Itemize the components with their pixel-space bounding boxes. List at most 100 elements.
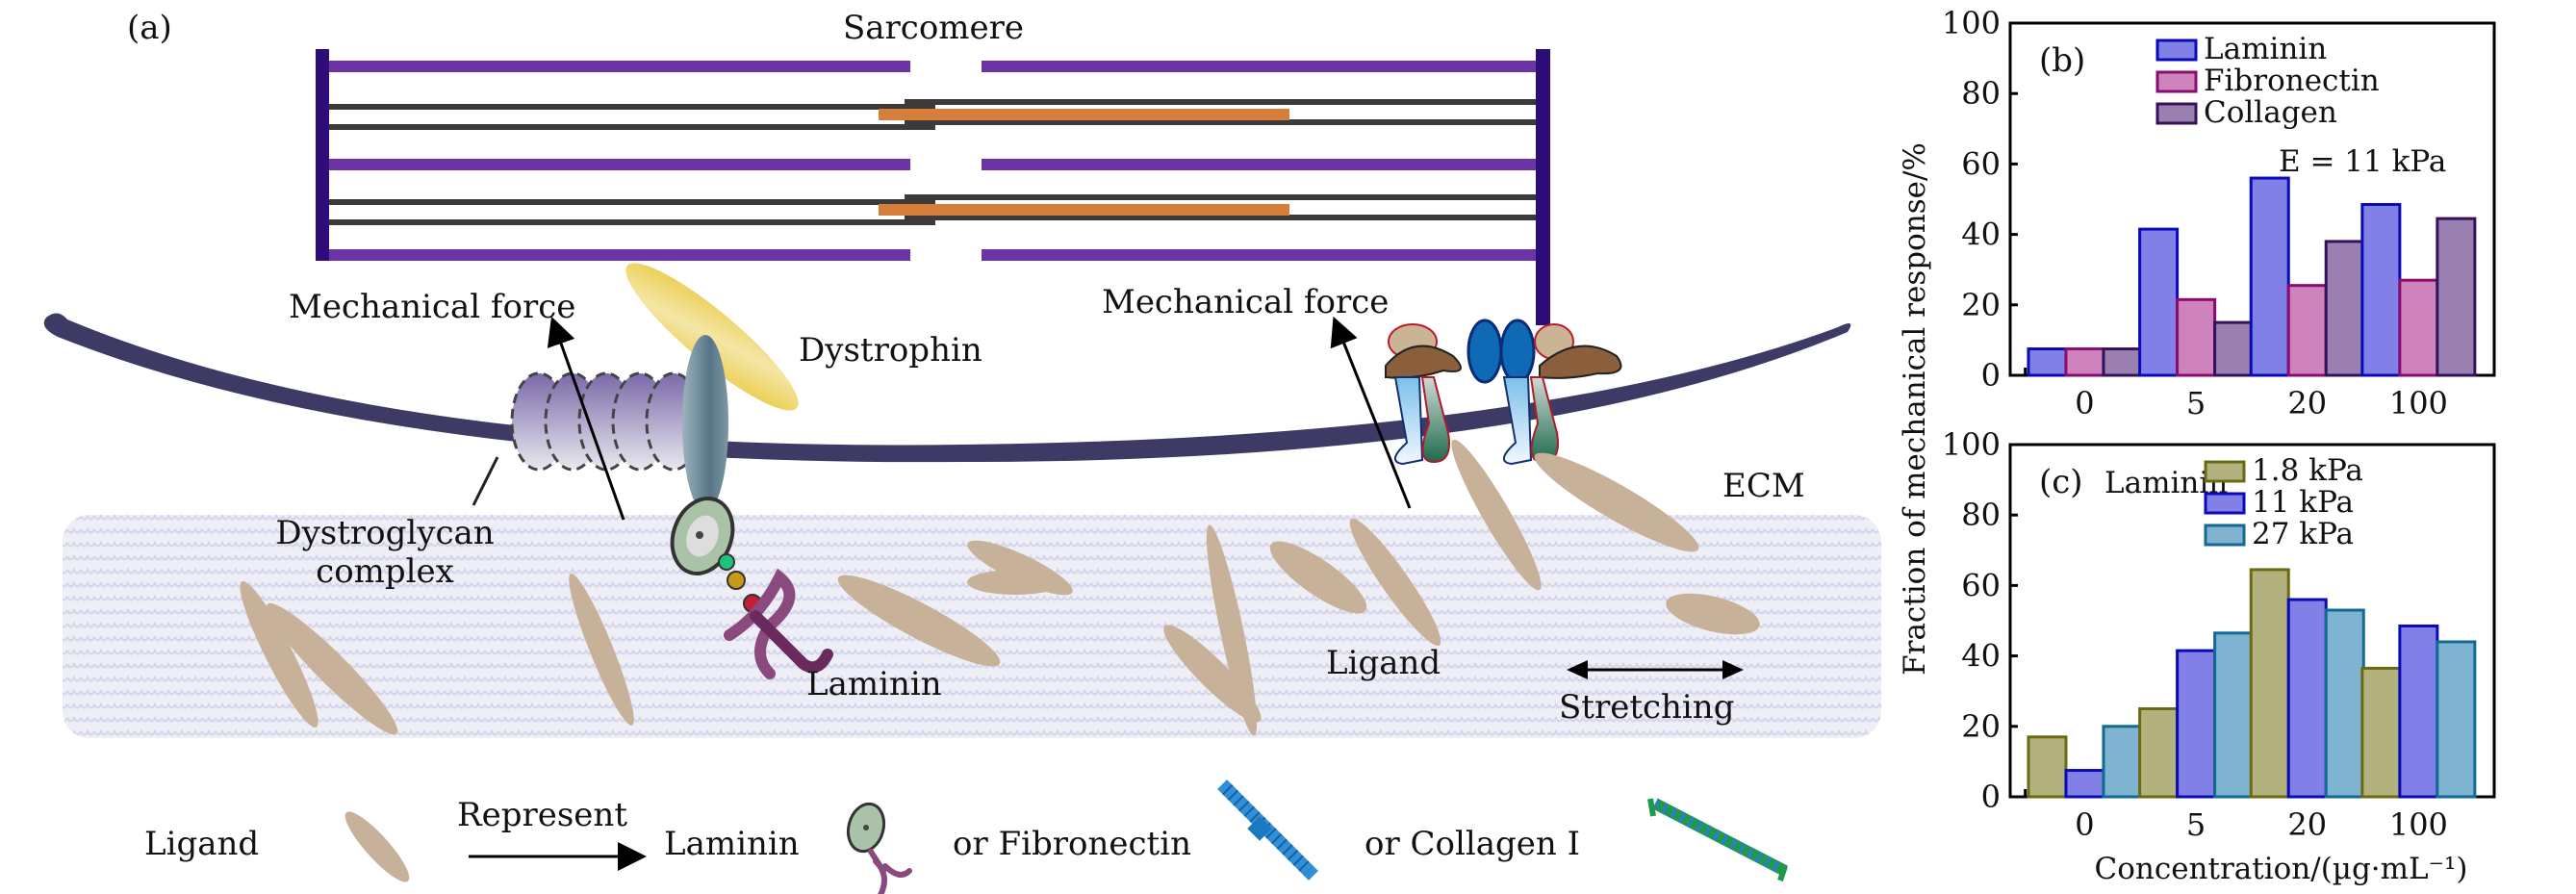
actin-filament — [329, 159, 910, 170]
legend-label: 27 kPa — [2252, 517, 2354, 551]
ecm-ligands — [240, 439, 1760, 736]
bar-27-kpa — [2213, 631, 2255, 799]
y-tick-label: 80 — [1961, 75, 2001, 112]
y-tick-label: 40 — [1961, 217, 2001, 253]
legend-swatch — [2155, 102, 2198, 125]
actin-filament — [982, 61, 1536, 72]
y-tick-label: 40 — [1961, 638, 2001, 675]
dystroglycan-label-1: Dystroglycan — [275, 514, 494, 552]
dystrophin-label: Dystrophin — [799, 331, 982, 370]
ligand-shape — [1534, 452, 1699, 552]
legend-represent-label: Represent — [457, 796, 627, 834]
sarcomere-label: Sarcomere — [843, 9, 1024, 47]
mechanical-force-label-left: Mechanical force — [289, 288, 575, 326]
y-tick-label: 0 — [1981, 779, 2001, 815]
legend-laminin-icon — [846, 802, 912, 894]
legend-swatch — [2155, 70, 2198, 93]
legend-label: Fibronectin — [2204, 64, 2380, 98]
bar-fibronectin — [2176, 297, 2217, 377]
y-tick-label: 100 — [1942, 5, 2001, 41]
mechanical-force-arrow-left — [547, 316, 625, 521]
panel-a: (a) Sarcomere — [43, 9, 1881, 894]
x-tick-label: 20 — [2287, 385, 2327, 421]
actin-filament — [329, 249, 910, 261]
legend-swatch — [2204, 460, 2246, 483]
ligand-shape — [1206, 524, 1258, 736]
panel-label: (c) — [2039, 463, 2083, 501]
bar-11-kpa — [2064, 769, 2105, 799]
bar-collagen — [2213, 320, 2255, 377]
stretching-arrow — [1567, 660, 1744, 679]
ligand-shape — [1666, 593, 1760, 635]
laminin-molecule — [670, 497, 833, 679]
legend-swatch — [2204, 492, 2246, 515]
stretching-label: Stretching — [1559, 688, 1734, 727]
dystroglycan-label-2: complex — [316, 552, 454, 591]
laminin-label: Laminin — [806, 665, 942, 703]
ligand-shape — [1269, 541, 1367, 614]
bar-fibronectin — [2064, 347, 2105, 377]
x-tick-label: 5 — [2186, 806, 2206, 843]
ecm-region — [63, 515, 1881, 738]
actin-filament — [982, 249, 1536, 261]
integrin-complex — [1385, 319, 1622, 466]
bar-collagen — [2324, 240, 2365, 377]
y-tick-label: 20 — [1961, 708, 2001, 745]
bar-27-kpa — [2102, 725, 2143, 799]
ligand-shape — [569, 574, 634, 726]
ligand-shape — [266, 602, 398, 735]
ligand-shape — [240, 580, 319, 728]
ligand-label: Ligand — [1326, 644, 1441, 682]
bar-laminin — [2360, 202, 2402, 377]
x-tick-label: 5 — [2186, 385, 2206, 421]
dystroglycan-complex — [510, 335, 728, 512]
chart-annotation: E = 11 kPa — [2279, 144, 2446, 179]
bar-1-8-kpa — [2027, 735, 2068, 799]
legend-fibronectin-icon — [1217, 779, 1318, 881]
x-axis-title: Concentration/(µg·mL⁻¹) — [2094, 852, 2467, 886]
y-tick-label: 80 — [1961, 497, 2001, 533]
bar-11-kpa — [2176, 649, 2217, 799]
y-tick-label: 100 — [1942, 426, 2001, 463]
sarcoglycan — [682, 335, 728, 512]
panel-label: (b) — [2039, 41, 2085, 80]
y-tick-label: 0 — [1981, 357, 2001, 394]
cell-membrane — [43, 313, 1851, 463]
legend-swatch — [2155, 38, 2198, 62]
bar-collagen — [2102, 347, 2143, 377]
sarcomere — [316, 49, 1550, 325]
ligand-shape — [1163, 625, 1262, 723]
ligand-legend-row: Ligand Represent Laminin or Fibronectin … — [144, 779, 1788, 894]
x-tick-label: 100 — [2389, 385, 2448, 421]
ligand-shape — [1451, 439, 1542, 591]
legend-collagen-label: or Collagen I — [1365, 825, 1580, 863]
bar-1-8-kpa — [2249, 568, 2290, 799]
mechanical-force-arrow-right — [1330, 316, 1412, 509]
ligand-shape — [1349, 518, 1441, 647]
dystroglycan-pointer — [472, 456, 499, 506]
legend-label: Collagen — [2204, 95, 2337, 130]
myosin-filament-lower — [329, 194, 1536, 225]
bar-fibronectin — [2286, 284, 2328, 377]
legend-label: Laminin — [2204, 32, 2327, 66]
bar-11-kpa — [2286, 598, 2328, 799]
legend-label: 1.8 kPa — [2252, 453, 2363, 488]
myosin-filament-upper — [329, 99, 1536, 130]
z-disc-left — [316, 49, 329, 261]
bar-laminin — [2249, 176, 2290, 377]
bar-27-kpa — [2436, 640, 2477, 799]
bar-1-8-kpa — [2138, 707, 2180, 799]
mechanical-force-label-right: Mechanical force — [1102, 283, 1389, 321]
bar-laminin — [2027, 347, 2068, 377]
z-disc-right — [1536, 49, 1550, 325]
bar-27-kpa — [2324, 608, 2365, 799]
dystrophin-shape — [625, 263, 799, 411]
x-tick-label: 20 — [2287, 806, 2327, 843]
ecm-label: ECM — [1722, 467, 1805, 505]
actin-filament — [982, 159, 1536, 170]
panel-a-label: (a) — [127, 9, 172, 47]
bar-fibronectin — [2398, 278, 2439, 377]
legend-ligand-icon — [344, 811, 410, 882]
